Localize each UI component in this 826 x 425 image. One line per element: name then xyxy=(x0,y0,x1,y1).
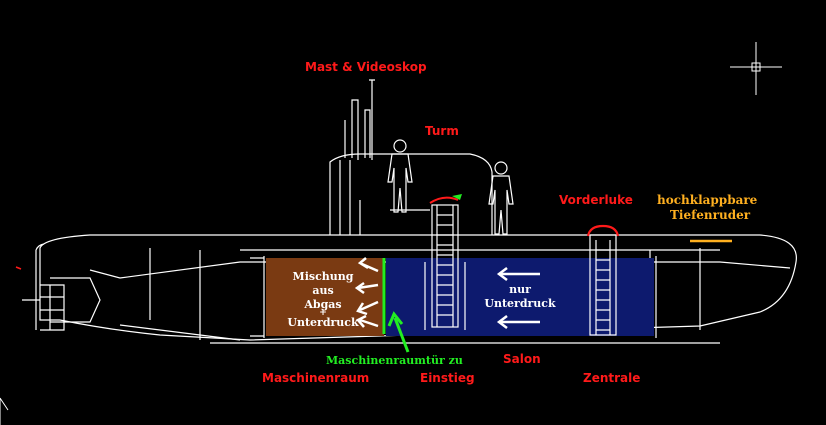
entry-hatch xyxy=(429,196,459,204)
vac-line1: nur xyxy=(509,283,531,296)
human-figure-tower xyxy=(387,139,413,213)
mix-line3: Abgas xyxy=(304,298,342,311)
label-salon: Salon xyxy=(503,352,541,366)
label-tiefenruder-line2: Tiefenruder xyxy=(670,208,751,222)
label-zentrale: Zentrale xyxy=(583,371,641,385)
hull-outline xyxy=(22,234,797,344)
mix-line1: Mischung xyxy=(292,270,354,283)
human-figure-deck xyxy=(488,161,514,235)
stern-mark xyxy=(15,266,22,270)
hatch-handle xyxy=(452,194,462,200)
label-maschinenraumtuer: Maschinenraumtür zu xyxy=(326,354,463,367)
conning-tower xyxy=(329,79,493,235)
label-einstieg: Einstieg xyxy=(420,371,475,385)
engine-flow-arrows xyxy=(354,257,379,328)
mix-line2: aus xyxy=(312,284,334,297)
engine-room-area xyxy=(266,258,384,336)
mix-line5: Unterdruck xyxy=(287,316,359,329)
mix-line4: + xyxy=(319,308,327,318)
door-pointer-arrow xyxy=(387,311,410,353)
label-maschinenraum: Maschinenraum xyxy=(262,371,370,385)
label-vorderluke: Vorderluke xyxy=(559,193,633,207)
forward-hatch xyxy=(586,224,620,237)
label-tiefenruder-line1: hochklappbare xyxy=(657,193,758,207)
entry-ladder xyxy=(431,204,459,328)
axis-marker xyxy=(0,397,9,425)
label-turm: Turm xyxy=(425,124,459,138)
forward-ladder xyxy=(589,234,617,336)
label-mast: Mast & Videoskop xyxy=(305,60,427,74)
compartment-walls xyxy=(250,256,657,338)
crosshair-icon xyxy=(730,42,782,95)
vac-line2: Unterdruck xyxy=(484,297,556,310)
cabin-flow-arrows xyxy=(496,267,540,329)
